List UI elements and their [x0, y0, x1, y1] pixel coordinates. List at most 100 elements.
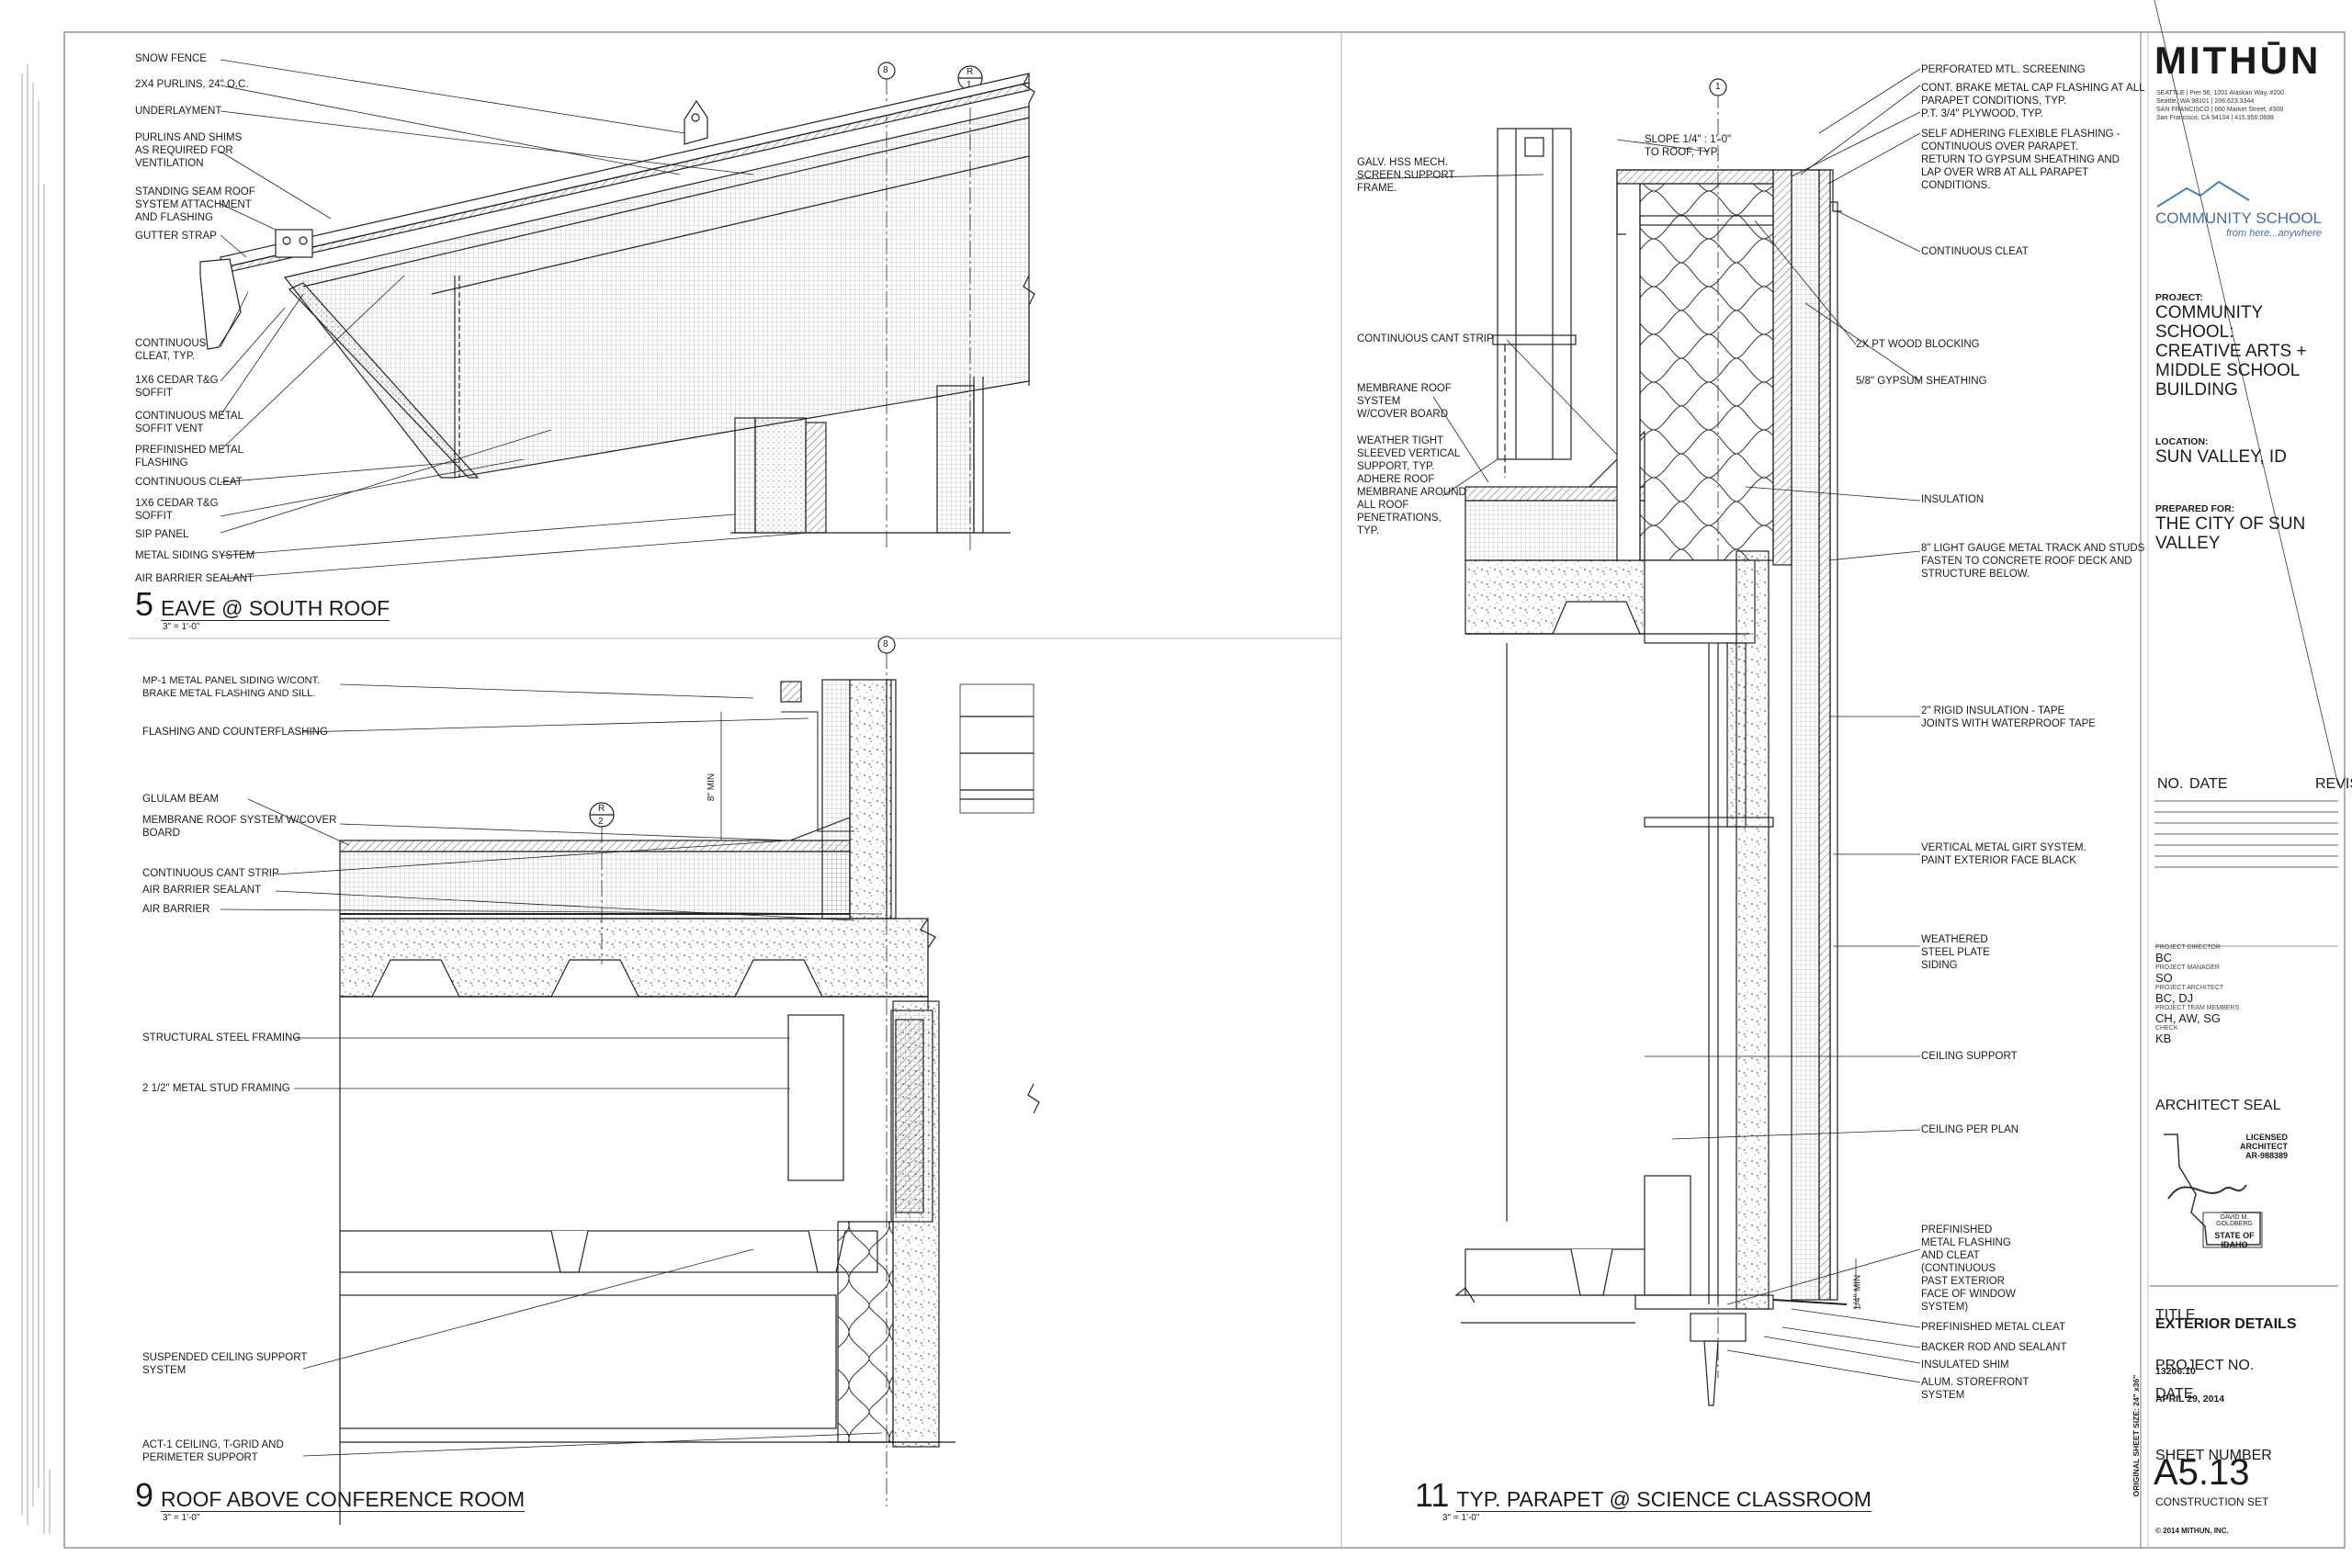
left-margin-disclaimer	[21, 64, 51, 1534]
d5-note: SIP PANEL	[135, 529, 189, 540]
seal-name: DAVID M. GOLDBERG	[2216, 1214, 2253, 1227]
title-block-graphics	[2150, 0, 2339, 1287]
office-line: SEATTLE | Pier 56, 1201 Alaskan Way, #20…	[2156, 90, 2285, 96]
team-name: BC, DJ	[2155, 991, 2194, 1005]
d11-left-note: GALV. HSS MECH. SCREEN SUPPORT FRAME.	[1357, 157, 1455, 194]
project-name: COMMUNITY SCHOOL: CREATIVE ARTS + MIDDLE…	[2155, 303, 2307, 400]
d11-left-note: WEATHER TIGHT SLEEVED VERTICAL SUPPORT, …	[1357, 435, 1466, 536]
seal-label: ARCHITECT SEAL	[2155, 1098, 2281, 1113]
set-name: CONSTRUCTION SET	[2155, 1495, 2269, 1508]
d5-note: 1X6 CEDAR T&G SOFFIT	[135, 375, 219, 399]
d11-right-note: 8" LIGHT GAUGE METAL TRACK AND STUDS FAS…	[1921, 543, 2145, 580]
location-value: SUN VALLEY, ID	[2155, 447, 2287, 467]
detail-11-parapet-drawing	[1354, 68, 1921, 1406]
client-logo: COMMUNITY SCHOOL from here...anywhere	[2155, 209, 2322, 239]
team-role: PROJECT ARCHITECT	[2155, 985, 2224, 991]
d5-note: UNDERLAYMENT	[135, 106, 222, 117]
d11-right-note: 2X PT WOOD BLOCKING	[1856, 339, 1980, 350]
d5-ref-bottom: 1	[967, 80, 972, 90]
sheet-date: APRIL 29, 2014	[2155, 1393, 2225, 1404]
d9-note: CONTINUOUS CANT STRIP	[142, 868, 279, 879]
d5-note: 2X4 PURLINS, 24" O.C.	[135, 79, 249, 90]
d9-ref-top: R	[598, 804, 605, 814]
team-name: SO	[2155, 971, 2173, 985]
office-line: San Francisco, CA 94104 | 415.956.0688	[2156, 115, 2274, 121]
d5-title-text: EAVE @ SOUTH ROOF	[161, 596, 390, 621]
d5-note: 1X6 CEDAR T&G SOFFIT	[135, 498, 219, 522]
d9-note: AIR BARRIER	[142, 904, 210, 915]
sheet-title: EXTERIOR DETAILS	[2155, 1316, 2297, 1332]
project-no-label: PROJECT NO.	[2155, 1358, 2255, 1373]
team-block: PROJECT DIRECTOR BC PROJECT MANAGER SO P…	[2155, 944, 2239, 1045]
seal-line: ARCHITECT	[2240, 1142, 2288, 1151]
office-line: SAN FRANCISCO | 660 Market Street, #300	[2156, 107, 2284, 113]
d11-title: 11 TYP. PARAPET @ SCIENCE CLASSROOM 3" =…	[1415, 1476, 1871, 1523]
d5-note: PURLINS AND SHIMS AS REQUIRED FOR VENTIL…	[135, 132, 243, 169]
d5-note: STANDING SEAM ROOF SYSTEM ATTACHMENT AND…	[135, 186, 255, 223]
team-name: BC	[2155, 951, 2173, 964]
d11-left-note: MEMBRANE ROOF SYSTEM w/COVER BOARD	[1357, 383, 1452, 420]
team-name: CH, AW, SG	[2155, 1011, 2222, 1025]
d11-left-note: CONTINUOUS CANT STRIP	[1357, 333, 1494, 344]
d11-slope: SLOPE 1/4" : 1'-0" TO ROOF, TYP.	[1645, 134, 1732, 158]
d9-note: GLULAM BEAM	[142, 794, 220, 805]
d11-right-note: PREFINISHED METAL CLEAT	[1921, 1322, 2065, 1333]
d5-note: GUTTER STRAP	[135, 231, 217, 242]
d11-right-note: CEILING PER PLAN	[1921, 1124, 2019, 1135]
d11-scale: 3" = 1'-0"	[1442, 1513, 1480, 1523]
d11-right-note: CEILING SUPPORT	[1921, 1051, 2018, 1062]
d11-title-text: TYP. PARAPET @ SCIENCE CLASSROOM	[1456, 1487, 1871, 1512]
d11-grid-bubble: 1	[1715, 82, 1721, 92]
team-role: PROJECT DIRECTOR	[2155, 944, 2221, 951]
d11-right-note: CONTINUOUS CLEAT	[1921, 246, 2029, 257]
seal-state: STATE OF IDAHO	[2214, 1231, 2255, 1249]
project-label: PROJECT:	[2155, 292, 2203, 303]
d11-dim: 1/4" MIN	[1852, 1274, 1863, 1311]
architect-seal: LICENSED ARCHITECT AR-988389	[2205, 1133, 2288, 1160]
d9-note: AIR BARRIER SEALANT	[142, 885, 262, 896]
d9-note: MP-1 METAL PANEL SIDING w/CONT. BRAKE ME…	[142, 675, 321, 699]
firm-offices: SEATTLE | Pier 56, 1201 Alaskan Way, #20…	[2156, 89, 2284, 122]
d9-note: SUSPENDED CEILING SUPPORT SYSTEM	[142, 1352, 308, 1376]
location-label: LOCATION:	[2155, 436, 2209, 447]
d9-note: STRUCTURAL STEEL FRAMING	[142, 1032, 301, 1043]
d11-right-note: ALUM. STOREFRONT SYSTEM	[1921, 1377, 2030, 1401]
d11-right-note: VERTICAL METAL GIRT SYSTEM. PAINT EXTERI…	[1921, 842, 2086, 866]
d9-title-text: ROOF ABOVE CONFERENCE ROOM	[161, 1487, 526, 1512]
original-sheet-size: ORIGINAL SHEET SIZE: 24" x36"	[2132, 1374, 2141, 1497]
sheet-border	[63, 31, 2346, 1549]
rev-header-no: NO.	[2157, 776, 2184, 792]
d5-note: METAL SIDING SYSTEM	[135, 550, 255, 561]
firm-logo: MITHŪN	[2154, 39, 2322, 82]
d11-right-note: WEATHERED STEEL PLATE SIDING	[1921, 934, 1990, 971]
team-role: CHECK	[2155, 1025, 2178, 1032]
d9-note: FLASHING AND COUNTERFLASHING	[142, 727, 328, 738]
d9-note: MEMBRANE ROOF SYSTEM w/COVER BOARD	[142, 815, 337, 839]
location-block: LOCATION: SUN VALLEY, ID	[2155, 436, 2321, 467]
d9-ref-bottom: 2	[598, 817, 604, 827]
d5-note: PREFINISHED METAL FLASHING	[135, 445, 243, 468]
d9-dim: 8" MIN	[707, 773, 718, 802]
d5-note: AIR BARRIER SEALANT	[135, 573, 254, 584]
client-name: COMMUNITY SCHOOL	[2155, 209, 2323, 227]
team-role: PROJECT TEAM MEMBERS	[2155, 1005, 2240, 1011]
d9-note: ACT-1 CEILING, T-GRID AND PERIMETER SUPP…	[142, 1439, 284, 1463]
seal-line: LICENSED	[2245, 1133, 2288, 1142]
d11-right-note: BACKER ROD AND SEALANT	[1921, 1342, 2067, 1353]
d9-note: 2 1/2" METAL STUD FRAMING	[142, 1083, 290, 1094]
sheet-number: A5.13	[2154, 1452, 2250, 1493]
title-label: TITLE	[2155, 1307, 2196, 1323]
d11-right-note: SELF ADHERING FLEXIBLE FLASHING - CONTIN…	[1921, 129, 2120, 191]
d5-title: 5 EAVE @ SOUTH ROOF 3" = 1'-0"	[135, 588, 390, 632]
d5-ref-top: R	[967, 67, 974, 77]
copyright: © 2014 MITHUN, INC.	[2155, 1527, 2229, 1535]
sheet-number-label: SHEET NUMBER	[2155, 1448, 2272, 1463]
d11-number: 11	[1415, 1476, 1450, 1514]
d5-note: CONTINUOUS METAL SOFFIT VENT	[135, 411, 243, 434]
d5-note: CONTINUOUS CLEAT	[135, 477, 243, 488]
team-name: KB	[2155, 1032, 2172, 1045]
project-block: PROJECT: COMMUNITY SCHOOL: CREATIVE ARTS…	[2155, 292, 2321, 400]
d5-grid-bubble: 8	[883, 65, 888, 75]
detail-5-eave-drawing	[199, 59, 1035, 580]
